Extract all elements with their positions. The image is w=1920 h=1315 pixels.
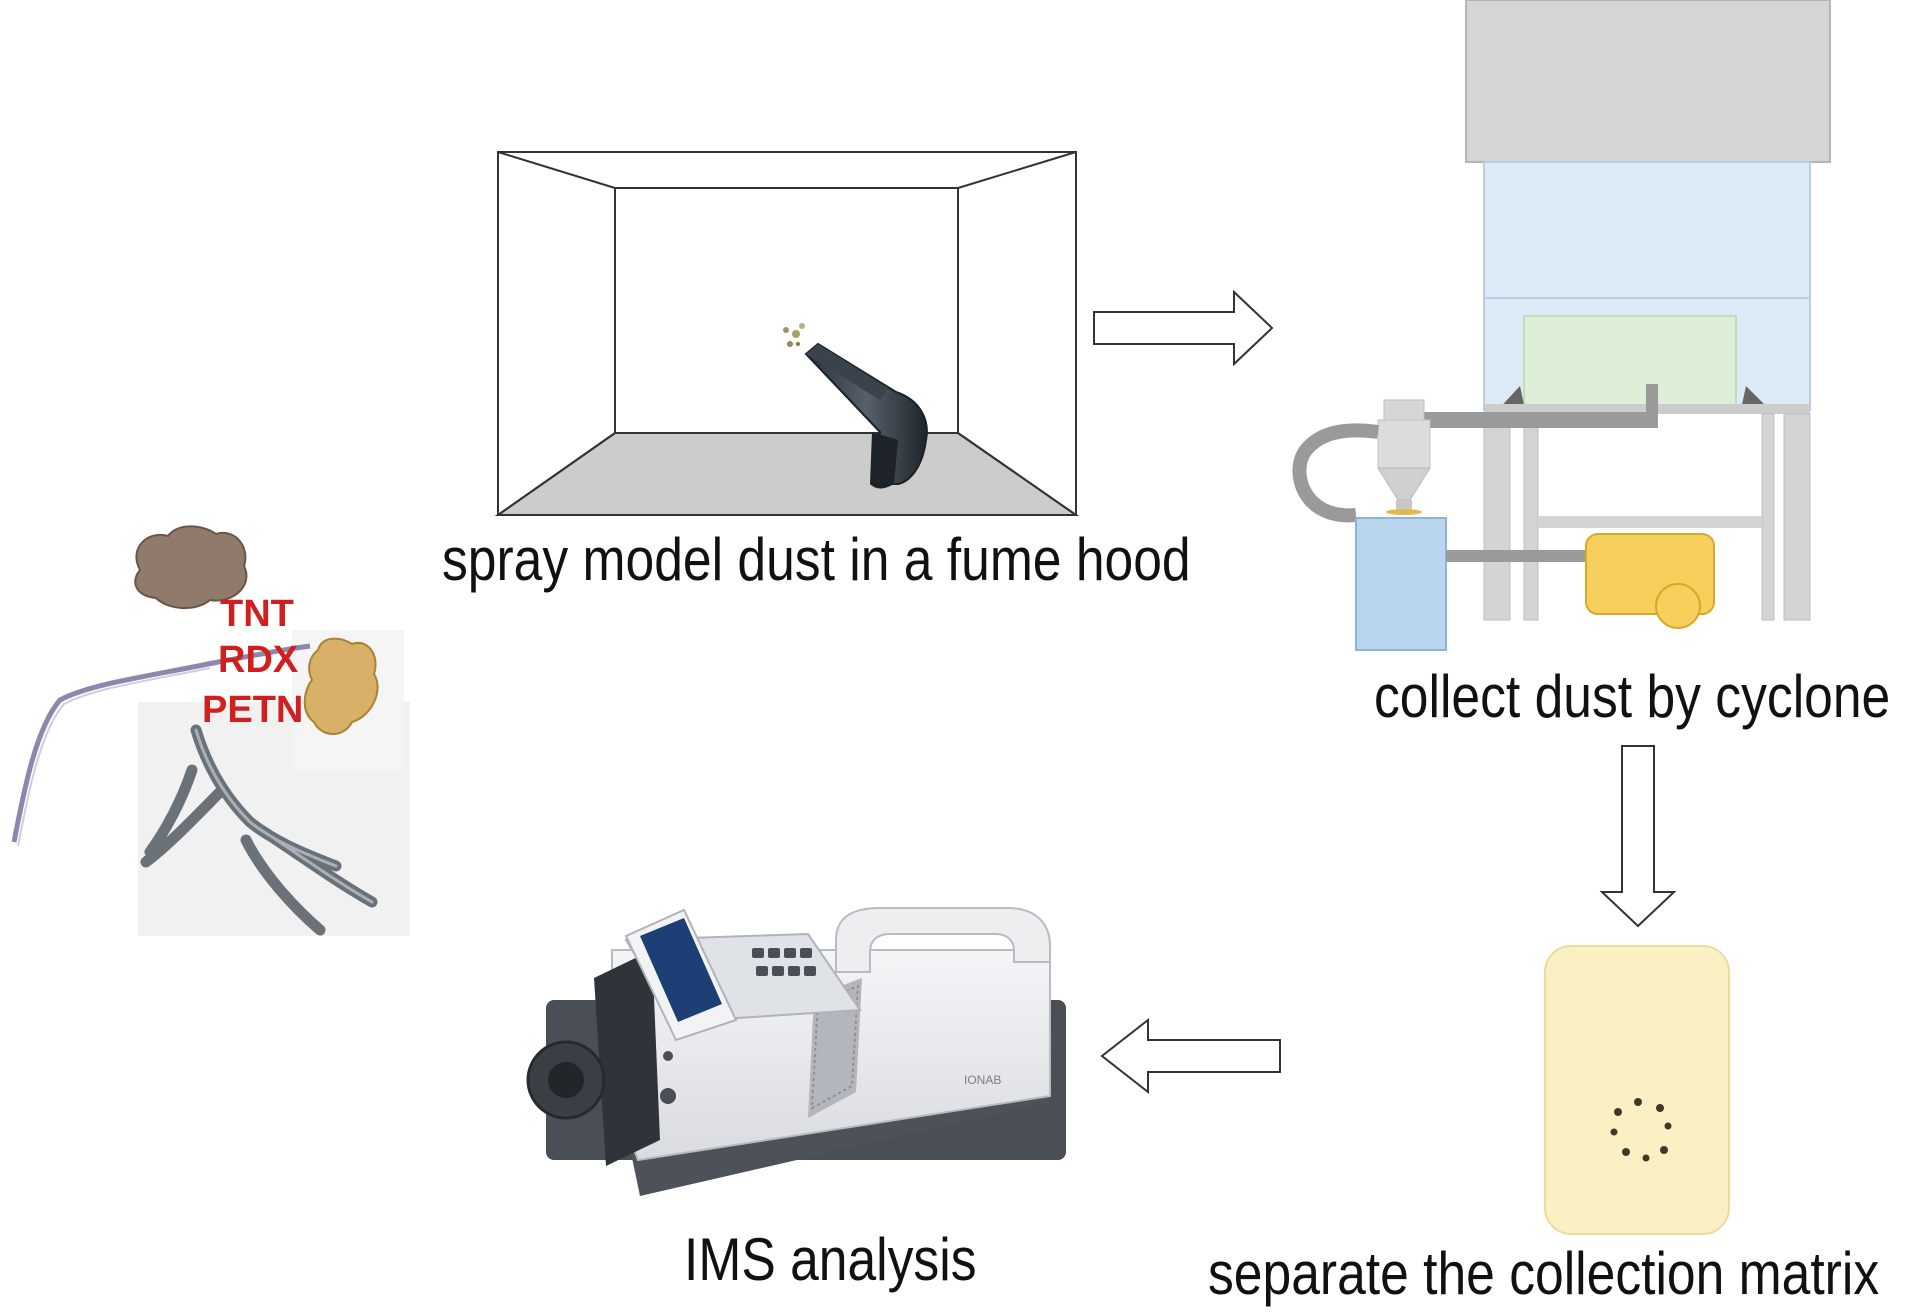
device-inlet-core [548,1062,584,1098]
separate-caption: separate the collection matrix [1208,1240,1880,1307]
hood-back-wall [614,187,959,434]
hood-top-panel [1465,0,1831,163]
collected-dust [1386,509,1422,515]
dust-fiber-bundle-highlight [194,728,374,904]
arrow-down [1599,745,1677,928]
spray-particle [792,330,800,338]
spray-particle [783,327,789,333]
sample-label-rdx: RDX [218,639,299,681]
collection-matrix [1544,945,1730,1235]
arrow-left [1100,1017,1281,1095]
device-vent-pattern [810,984,860,1110]
intake-pipe [1406,412,1650,428]
spray-gun-nozzle [806,344,888,400]
dust-particle-yellow [303,637,379,735]
device-indicator [660,1088,676,1104]
pump-wheel [1655,583,1701,629]
analysis-caption: IMS analysis [684,1226,977,1293]
spray-gun-handle [870,432,898,489]
collection-tray [1523,315,1737,413]
collect-caption: collect dust by cyclone [1374,663,1891,730]
dust-fiber [11,643,311,843]
cyclone-cone [1377,467,1431,501]
fume-hood-illustration [494,151,1080,516]
device-buttons [752,948,816,976]
sample-label-petn: PETN [202,689,304,731]
device-front-panel [594,950,660,1166]
hood-edge-tr [957,151,1077,189]
collection-container [1355,517,1447,651]
device-indicator [663,1051,673,1061]
device-handle [835,907,1051,973]
hood-edge-bl [497,432,616,516]
spray-particle [796,342,800,346]
table-crossbar [1538,516,1762,528]
table-leg [1523,413,1539,621]
hood-glass-upper [1483,161,1811,299]
table-leg [1761,413,1775,621]
cyclone-apparatus-illustration [1292,0,1831,651]
cyclone-outlet [1396,500,1412,510]
cyclone-body [1377,419,1431,469]
cyclone-cap [1383,399,1425,423]
pump-line [1446,550,1586,562]
table-leg [1783,413,1811,621]
intake-nozzle [1646,384,1658,428]
collection-matrix-illustration [1544,945,1730,1235]
device-brand-label: IONAB [964,1073,1001,1087]
dust-marks [1610,1098,1672,1162]
spray-particle [787,341,793,347]
hood-edge-br [957,432,1077,516]
spray-caption: spray model dust in a fume hood [442,526,1191,593]
spray-particle [799,323,805,329]
dust-particle-brown [134,525,248,609]
arrow-right [1093,289,1274,367]
spray-gun [783,323,928,489]
sample-label-tnt: TNT [220,593,294,635]
dust-sample-image [11,525,410,936]
table-leg [1483,413,1511,621]
vacuum-hose [1292,423,1379,523]
ims-device-illustration: IONAB [526,907,1066,1196]
dust-fiber-highlight [17,667,211,847]
device-screen [640,918,722,1022]
hood-edge-tl [497,151,616,189]
